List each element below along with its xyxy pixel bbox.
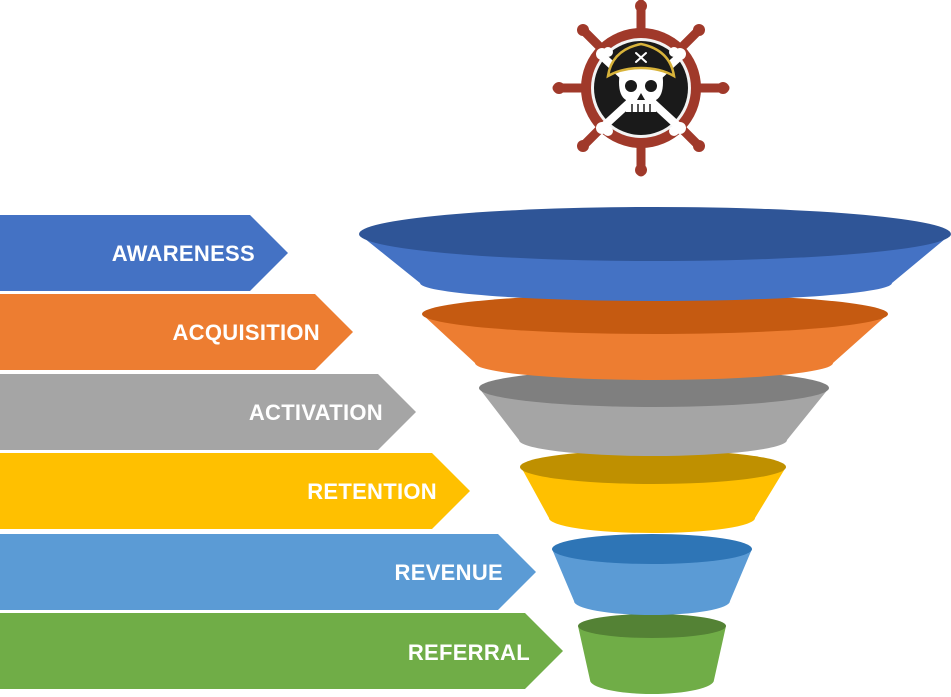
funnel-segment-retention (520, 450, 786, 533)
label-activation: ACTIVATION (249, 400, 383, 425)
arrow-revenue: REVENUE (0, 534, 536, 610)
funnel-segment-referral (578, 614, 726, 694)
stage-arrows: AWARENESS ACQUISITION ACTIVATION RETENTI… (0, 215, 563, 689)
arrow-retention: RETENTION (0, 453, 470, 529)
arrow-awareness: AWARENESS (0, 215, 288, 291)
label-acquisition: ACQUISITION (172, 320, 320, 345)
arrow-referral: REFERRAL (0, 613, 563, 689)
label-referral: REFERRAL (408, 640, 530, 665)
funnel-segment-revenue (552, 534, 752, 615)
funnel (359, 207, 951, 694)
funnel-segment-acquisition (422, 294, 888, 380)
arrow-activation: ACTIVATION (0, 374, 416, 450)
label-retention: RETENTION (307, 479, 437, 504)
arrow-acquisition: ACQUISITION (0, 294, 353, 370)
funnel-segment-activation (479, 369, 829, 456)
funnel-segment-awareness (359, 207, 951, 301)
label-awareness: AWARENESS (112, 241, 255, 266)
pirate-logo-icon (552, 0, 730, 177)
label-revenue: REVENUE (395, 560, 503, 585)
